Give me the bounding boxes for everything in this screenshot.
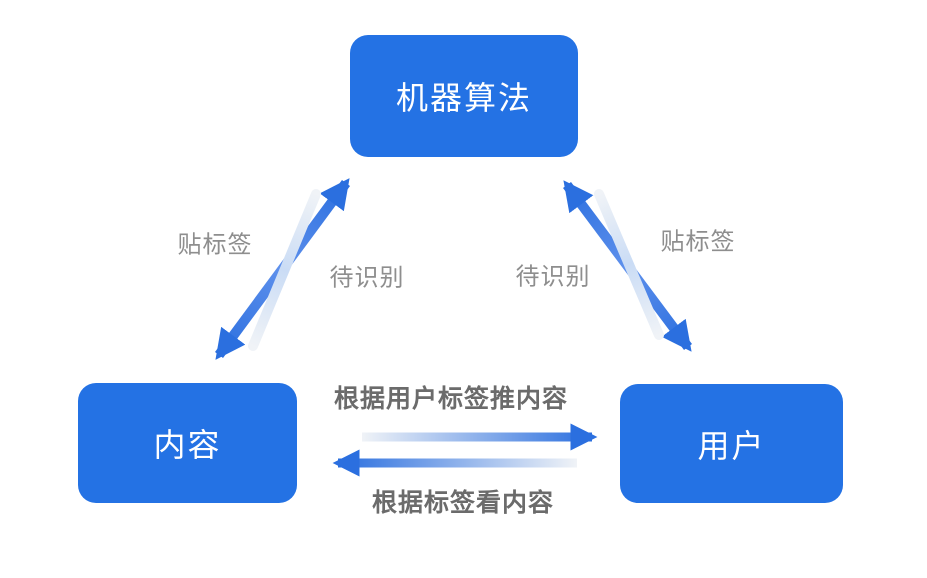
node-machine-algorithm-label: 机器算法 bbox=[395, 80, 532, 116]
edge-label-view-content-by-tags: 根据标签看内容 bbox=[371, 489, 555, 517]
edge-label-left-to-identify: 待识别 bbox=[329, 264, 405, 292]
edge-label-left-tagging: 贴标签 bbox=[177, 231, 253, 259]
edge-label-right-tagging: 贴标签 bbox=[660, 228, 736, 256]
node-user: 用户 bbox=[620, 384, 843, 503]
edge-label-right-to-identify: 待识别 bbox=[515, 263, 591, 291]
node-machine-algorithm: 机器算法 bbox=[350, 35, 578, 157]
node-content: 内容 bbox=[78, 383, 297, 503]
edge-label-push-content-by-user-tags: 根据用户标签推内容 bbox=[333, 385, 569, 413]
left-arrow-streak bbox=[248, 189, 321, 351]
node-user-label: 用户 bbox=[697, 427, 766, 464]
right-arrow-streak bbox=[594, 189, 664, 340]
node-content-label: 内容 bbox=[153, 427, 222, 463]
